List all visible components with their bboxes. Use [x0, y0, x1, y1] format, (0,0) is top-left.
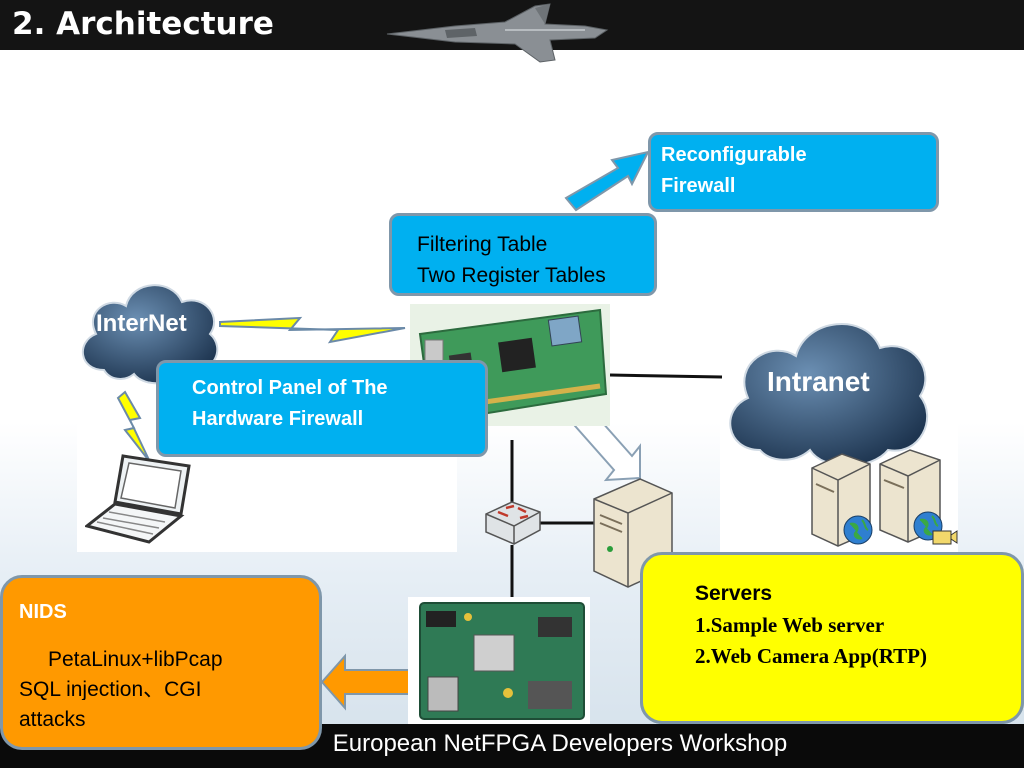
reconfigurable-label: Reconfigurable — [661, 144, 807, 166]
slide-title: 2. Architecture — [12, 6, 274, 42]
nids-detail: attacks — [19, 708, 86, 731]
nids-detail: SQL injection、CGI — [19, 678, 202, 701]
server-list-item: 2.Web Camera App(RTP) — [695, 644, 928, 668]
register-tables-label: Two Register Tables — [417, 264, 606, 287]
alert-arrow — [320, 653, 413, 711]
control-panel-label: Control Panel of The — [192, 377, 388, 399]
nids-box-overlap — [0, 700, 322, 750]
intranet-label: Intranet — [767, 366, 870, 397]
filtering-table-box — [389, 213, 657, 296]
laptop-icon — [85, 454, 191, 544]
servers-box — [640, 552, 1024, 724]
camera-icon — [932, 530, 958, 545]
servers-heading: Servers — [695, 582, 773, 605]
update-arrow — [564, 150, 650, 212]
router-icon — [485, 501, 541, 545]
servers-box-overlap — [640, 700, 1024, 724]
server-list-item: 1.Sample Web server — [695, 613, 885, 637]
fpga-board-icon — [408, 597, 590, 725]
globe-icon — [843, 515, 873, 545]
reconfigurable-firewall-box — [648, 132, 939, 212]
control-panel-label: Hardware Firewall — [192, 408, 364, 430]
footer-text: European NetFPGA Developers Workshop — [332, 730, 788, 757]
cloud-icon — [81, 284, 219, 385]
wireless-link-icon — [116, 390, 151, 463]
wireless-link-icon — [219, 316, 406, 344]
filtering-table-label: Filtering Table — [417, 233, 548, 256]
nids-detail: PetaLinux+libPcap — [48, 648, 223, 671]
internet-label: InterNet — [96, 310, 187, 337]
nids-heading: NIDS — [19, 601, 67, 623]
control-panel-box — [156, 360, 488, 457]
reconfigurable-label: Firewall — [661, 175, 736, 197]
fighter-jet-icon — [386, 3, 609, 63]
